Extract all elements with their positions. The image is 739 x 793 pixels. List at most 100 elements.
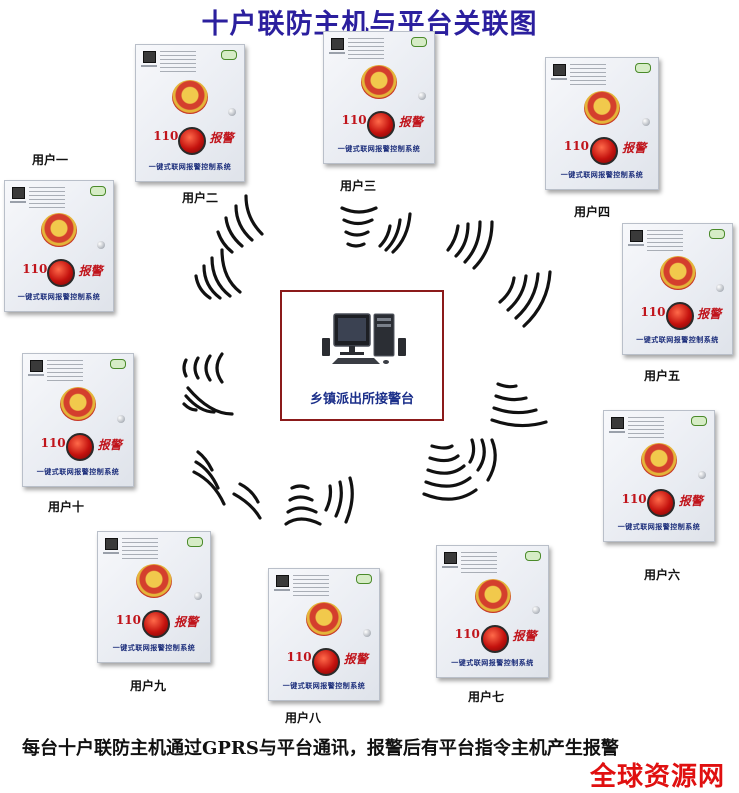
unit-alarm-label: 报警 [209,131,234,146]
police-emblem-icon [361,64,397,99]
user-label-9: 用户九 [130,679,167,693]
police-emblem-icon [659,256,696,291]
footer-caption: 每台十户联防主机通过GPRS与平台通讯，报警后有平台指令主机产生报警 [22,738,619,759]
brand-logo-icon [553,64,566,76]
unit-system-label: 一键式联网报警控制系统 [451,658,534,667]
spec-text-block [160,51,196,73]
signal-wave-icon [194,248,242,300]
certification-mark-icon [221,50,237,60]
user-label-2: 用户二 [182,191,219,205]
alarm-button-icon [66,433,94,462]
alarm-button-icon [590,136,618,165]
user-label-7: 用户七 [468,690,505,704]
police-emblem-icon [474,578,511,613]
unit-alarm-label: 报警 [678,493,703,508]
signal-wave-icon [468,438,497,482]
unit-number-label: 110 [563,139,589,154]
brand-logo-icon [105,538,118,550]
unit-system-label: 一键式联网报警控制系统 [617,522,701,531]
brand-logo-icon [276,575,289,587]
certification-mark-icon [187,537,203,547]
police-emblem-icon [584,90,620,125]
unit-alarm-label: 报警 [78,263,103,278]
signal-wave-icon [216,194,264,254]
signal-wave-icon [422,444,478,501]
certification-mark-icon [691,416,707,426]
spec-text-block [29,187,65,209]
user-label-6: 用户六 [644,568,681,582]
user-label-4: 用户四 [574,205,611,219]
unit-system-label: 一键式联网报警控制系统 [337,144,421,153]
certification-mark-icon [356,574,372,584]
signal-wave-icon [182,386,234,416]
brand-logo-icon [30,360,43,372]
unit-alarm-label: 报警 [622,141,647,156]
unit-number-label: 110 [153,129,179,144]
certification-mark-icon [635,63,651,73]
signal-wave-icon [340,206,378,248]
unit-system-label: 一键式联网报警控制系统 [636,335,719,344]
alarm-host-unit-user-10: 110 报警 一键式联网报警控制系统 [22,353,134,487]
user-label-10: 用户十 [48,500,85,514]
indicator-light [716,283,724,292]
user-label-1: 用户一 [32,153,69,167]
police-emblem-icon [641,443,677,478]
indicator-light [363,629,371,638]
police-emblem-icon [172,79,208,114]
police-station-platform: 乡镇派出所接警台 [280,290,444,421]
brand-logo-icon [331,38,344,50]
certification-mark-icon [411,37,427,47]
spec-text-block [628,417,664,439]
unit-system-label: 一键式联网报警控制系统 [17,292,101,301]
indicator-light [194,591,202,600]
signal-wave-icon [324,476,354,524]
unit-number-label: 110 [341,113,367,128]
unit-system-label: 一键式联网报警控制系统 [560,170,644,179]
unit-number-label: 110 [115,612,141,627]
spec-text-block [122,538,158,560]
brand-logo-icon [630,230,643,242]
unit-alarm-label: 报警 [398,115,423,130]
unit-number-label: 110 [621,491,647,506]
indicator-light [642,118,650,127]
unit-number-label: 110 [22,261,48,276]
user-label-5: 用户五 [644,369,681,383]
signal-wave-icon [192,450,262,520]
alarm-host-unit-user-3: 110 报警 一键式联网报警控制系统 [323,31,435,164]
user-label-8: 用户八 [285,711,322,725]
indicator-light [698,470,706,479]
alarm-button-icon [665,302,694,330]
indicator-light [228,107,236,116]
alarm-host-unit-user-1: 110 报警 一键式联网报警控制系统 [4,180,114,312]
user-label-3: 用户三 [340,179,377,193]
unit-number-label: 110 [286,650,312,665]
watermark-logo: 全球资源网 [589,762,725,792]
certification-mark-icon [709,229,725,239]
alarm-host-unit-user-2: 110 报警 一键式联网报警控制系统 [135,44,245,182]
alarm-host-unit-user-9: 110 报警 一键式联网报警控制系统 [97,531,211,663]
signal-wave-icon [498,270,552,328]
signal-wave-icon [490,382,548,428]
platform-label: 乡镇派出所接警台 [309,392,414,407]
unit-alarm-label: 报警 [512,629,537,644]
brand-logo-icon [143,51,156,63]
unit-alarm-label: 报警 [174,614,199,629]
certification-mark-icon [110,359,126,369]
unit-system-label: 一键式联网报警控制系统 [112,643,196,652]
unit-number-label: 110 [454,627,480,642]
unit-alarm-label: 报警 [697,306,722,321]
certification-mark-icon [525,551,541,561]
signal-wave-icon [378,212,412,254]
certification-mark-icon [90,186,106,196]
alarm-button-icon [367,110,395,139]
spec-text-block [348,38,384,60]
alarm-host-unit-user-5: 110 报警 一键式联网报警控制系统 [622,223,733,355]
alarm-button-icon [480,624,509,653]
alarm-button-icon [178,126,206,155]
spec-text-block [293,575,329,597]
signal-wave-icon [446,220,494,270]
indicator-light [418,92,426,101]
unit-alarm-label: 报警 [343,652,368,667]
alarm-host-unit-user-8: 110 报警 一键式联网报警控制系统 [268,568,380,701]
